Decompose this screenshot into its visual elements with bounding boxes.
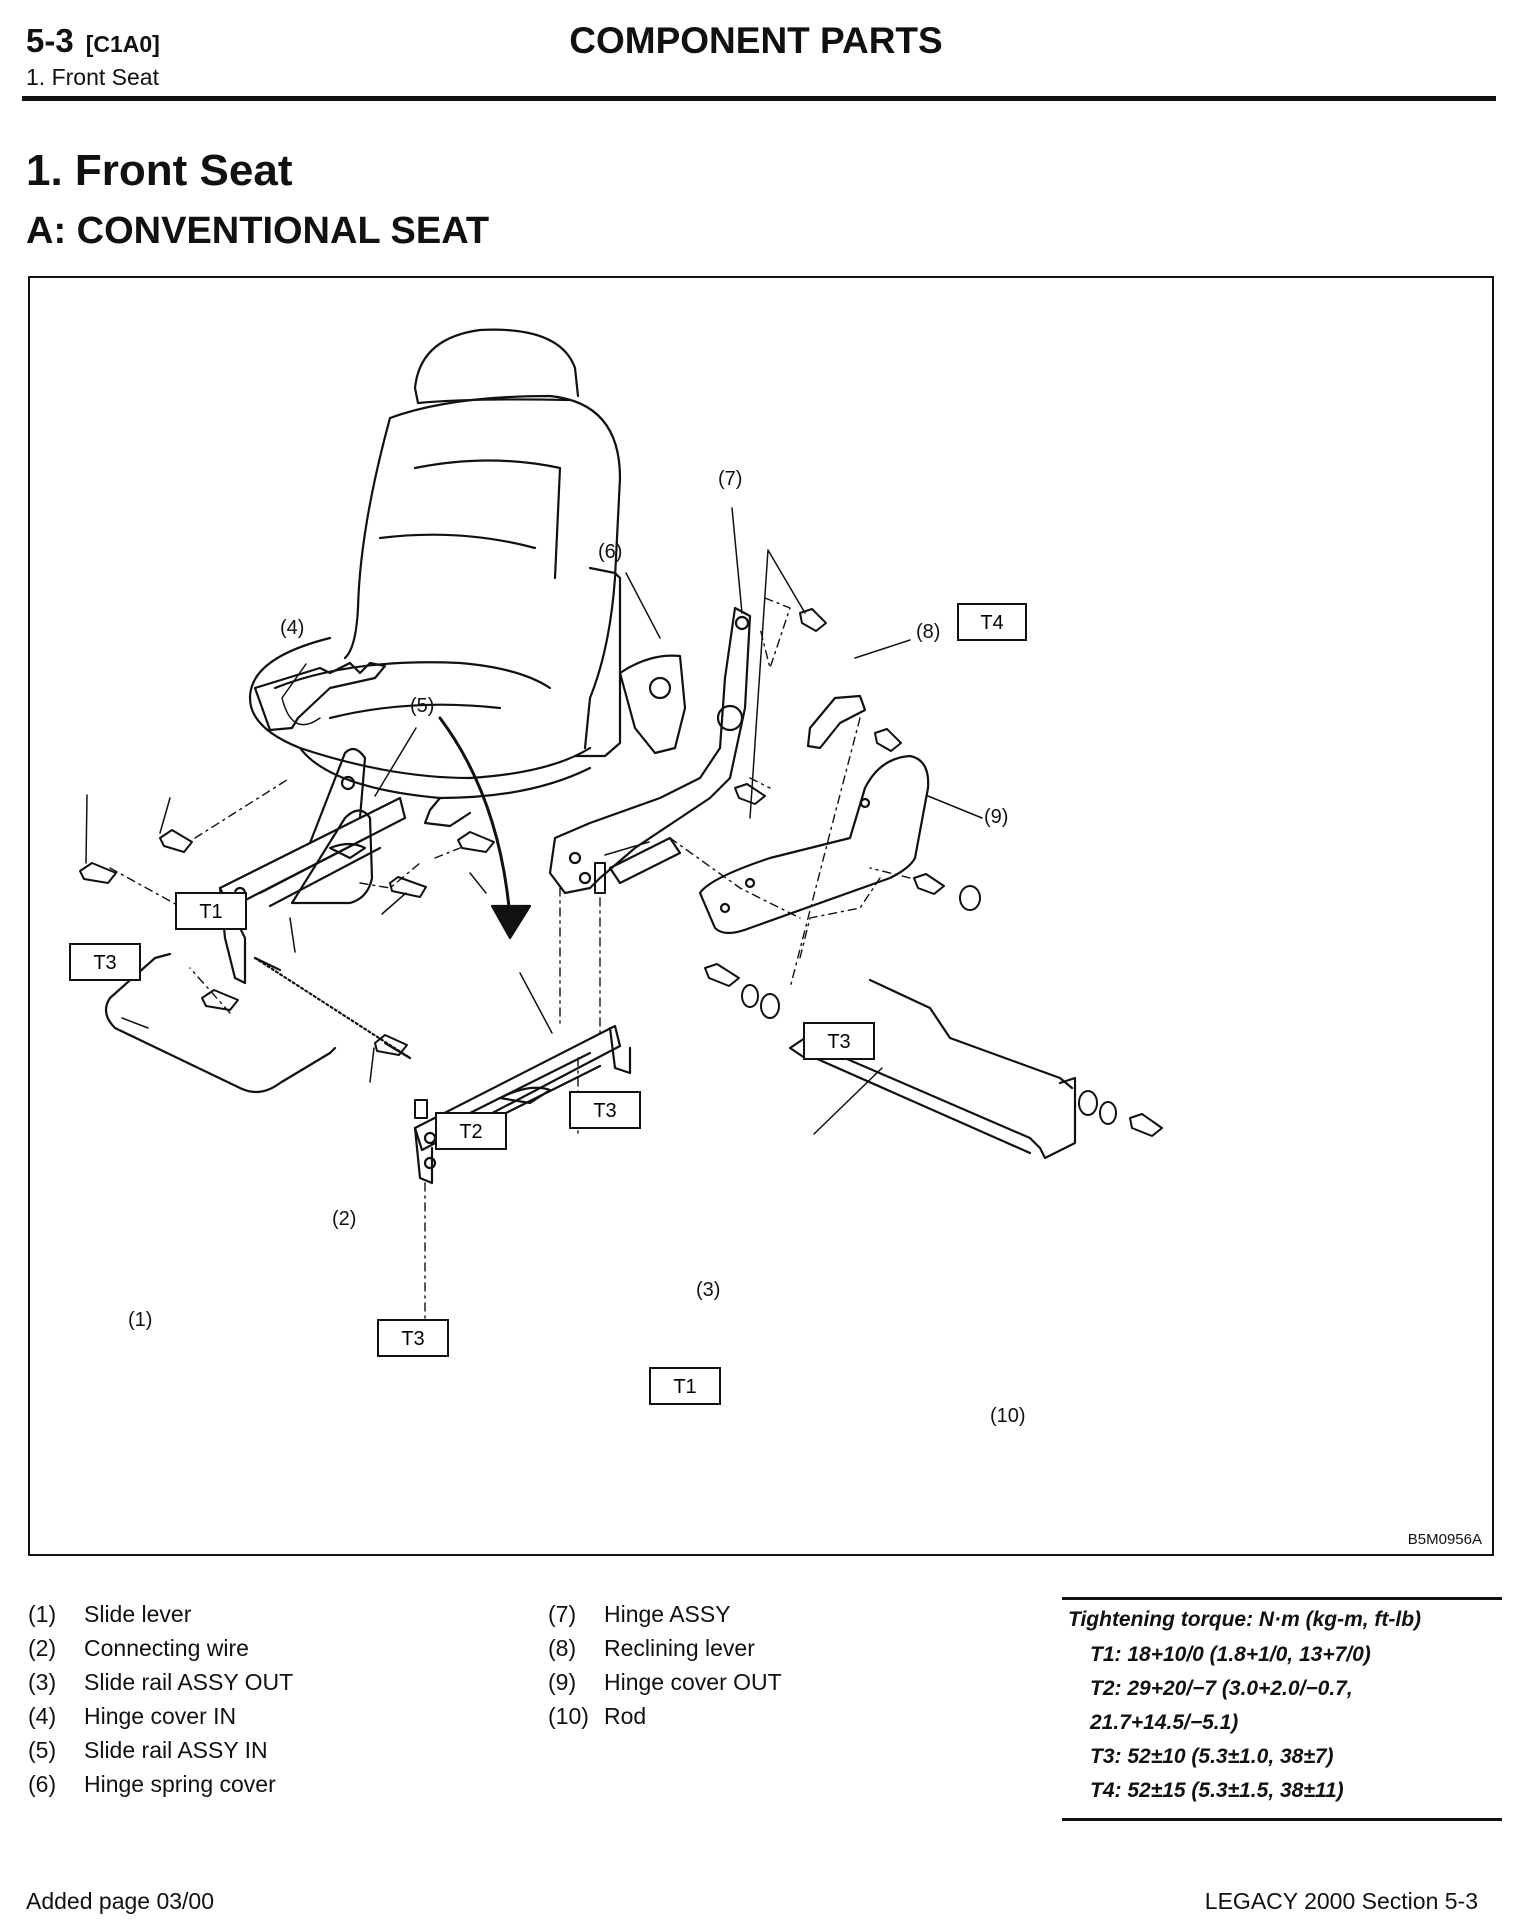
connecting-wire (253, 956, 412, 1060)
tag-t3-right: T3 (827, 1031, 850, 1053)
tag-t3-lower: T3 (401, 1328, 424, 1350)
bolts (79, 608, 1163, 1137)
callout-2: (2) (332, 1208, 356, 1230)
hinge-cover-out (698, 754, 930, 935)
callout-7: (7) (718, 468, 742, 490)
legend-item: (9)Hinge cover OUT (548, 1669, 782, 1695)
tag-t1-lower: T1 (673, 1376, 696, 1398)
callout-10: (10) (990, 1405, 1026, 1427)
torque-title: Tightening torque: N·m (kg-m, ft-lb) (1068, 1608, 1422, 1631)
page-title: COMPONENT PARTS (569, 20, 943, 61)
tag-t3-left: T3 (93, 952, 116, 974)
legend-item: (4)Hinge cover IN (28, 1703, 237, 1729)
legend-item: (5)Slide rail ASSY IN (28, 1737, 268, 1763)
leader-lines (85, 507, 983, 1135)
header-subtitle: 1. Front Seat (26, 64, 159, 90)
footer-added-page: Added page 03/00 (26, 1888, 215, 1914)
legend-item: (8)Reclining lever (548, 1635, 755, 1661)
torque-tags: T4 T1 T3 T3 T3 T2 T3 T1 (69, 603, 1027, 1405)
legend-right: (7)Hinge ASSY (8)Reclining lever (9)Hing… (548, 1597, 782, 1733)
diagram-drawing: (7) (6) (4) (8) (5) (9) (2) (3) (1) (10)… (69, 328, 1163, 1427)
slide-lever (104, 956, 332, 1094)
callout-9: (9) (984, 806, 1008, 828)
callout-3: (3) (696, 1279, 720, 1301)
legend-left: (1)Slide lever (2)Connecting wire (3)Sli… (28, 1597, 293, 1801)
hinge-assy (548, 606, 752, 895)
callout-8: (8) (916, 621, 940, 643)
tag-t2: T2 (459, 1121, 482, 1143)
figure-id: B5M0956A (1407, 1531, 1482, 1548)
slide-rail-in (218, 747, 407, 985)
header-rule (22, 96, 1496, 101)
legend-item: (1)Slide lever (28, 1601, 192, 1627)
legend-item: (10)Rod (548, 1703, 647, 1729)
callout-4: (4) (280, 617, 304, 639)
reclining-lever (806, 694, 867, 750)
tag-t3-middle: T3 (593, 1100, 616, 1122)
torque-t1: T1: 18+10/0 (1.8+1/0, 13+7/0) (1090, 1643, 1371, 1666)
tag-t1-upper: T1 (199, 901, 222, 923)
seat-illustration (248, 328, 622, 828)
torque-t2: T2: 29+20/−7 (3.0+2.0/−0.7, 21.7+14.5/−5… (1090, 1677, 1353, 1734)
callout-5: (5) (410, 695, 434, 717)
legend-item: (2)Connecting wire (28, 1635, 249, 1661)
tightening-torque-box: Tightening torque: N·m (kg-m, ft-lb) T1:… (1062, 1597, 1502, 1821)
legend-item: (7)Hinge ASSY (548, 1601, 731, 1627)
legend-item: (3)Slide rail ASSY OUT (28, 1669, 294, 1695)
callout-6: (6) (598, 541, 622, 563)
tag-t4: T4 (980, 612, 1003, 634)
heading-conventional-seat: A: CONVENTIONAL SEAT (26, 210, 490, 252)
hinge-cover-in (290, 809, 374, 905)
hinge-spring-cover (618, 654, 687, 755)
heading-front-seat: 1. Front Seat (26, 146, 293, 195)
rod (788, 978, 1077, 1160)
torque-t4: T4: 52±15 (5.3±1.5, 38±11) (1090, 1779, 1344, 1802)
assembly-lines (109, 597, 911, 1329)
callout-1: (1) (128, 1309, 152, 1331)
section-code: [C1A0] (85, 31, 160, 57)
legend-item: (6)Hinge spring cover (28, 1771, 276, 1797)
footer-section: LEGACY 2000 Section 5-3 (1204, 1888, 1478, 1914)
section-number: 5-3[C1A0] (26, 22, 160, 59)
exploded-diagram: (7) (6) (4) (8) (5) (9) (2) (3) (1) (10)… (28, 276, 1494, 1556)
torque-t3: T3: 52±10 (5.3±1.0, 38±7) (1090, 1745, 1334, 1768)
